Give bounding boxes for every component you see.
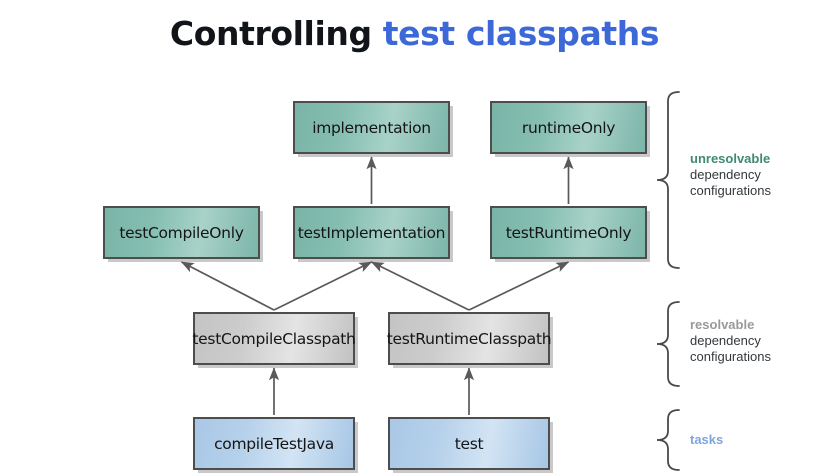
brace-tasks [656, 409, 680, 471]
node-compileTestJava[interactable]: compileTestJava [193, 417, 355, 470]
group-label-tasks: tasks [690, 432, 723, 448]
node-testCompileOnly[interactable]: testCompileOnly [103, 206, 260, 259]
node-label: test [454, 434, 484, 453]
group-label-line3: configurations [690, 183, 771, 198]
node-runtimeOnly[interactable]: runtimeOnly [490, 101, 647, 154]
node-testRuntimeOnly[interactable]: testRuntimeOnly [490, 206, 647, 259]
edge-testCompileClasspath-to-testCompileOnly [180, 261, 275, 311]
group-label-line2: dependency [690, 333, 761, 348]
edge-testRuntimeClasspath-to-testImplementation [370, 261, 470, 311]
node-label: compileTestJava [214, 434, 334, 453]
node-test[interactable]: test [388, 417, 550, 470]
group-keyword: resolvable [690, 317, 755, 332]
node-testImplementation[interactable]: testImplementation [293, 206, 450, 259]
page-title-primary: Controlling [169, 14, 372, 53]
group-keyword: unresolvable [690, 151, 771, 166]
node-label: testCompileOnly [119, 223, 244, 242]
group-label-line3: configurations [690, 349, 771, 364]
node-testCompileClasspath[interactable]: testCompileClasspath [192, 312, 356, 365]
node-label: testCompileClasspath [192, 329, 356, 348]
node-label: testRuntimeOnly [505, 223, 632, 242]
group-keyword: tasks [690, 432, 724, 447]
brace-unresolvable [656, 91, 680, 269]
node-label: runtimeOnly [521, 118, 616, 137]
edge-testCompileClasspath-to-testImplementation [273, 261, 373, 311]
node-testRuntimeClasspath[interactable]: testRuntimeClasspath [386, 312, 552, 365]
edge-testRuntimeClasspath-to-testRuntimeOnly [468, 261, 570, 311]
node-label: implementation [312, 118, 431, 137]
brace-resolvable [656, 301, 680, 387]
node-implementation[interactable]: implementation [293, 101, 450, 154]
node-label: testImplementation [297, 223, 446, 242]
page-title-highlight: test classpaths [382, 14, 660, 53]
page-title: Controlling test classpaths [0, 14, 829, 53]
group-label-line2: dependency [690, 167, 761, 182]
node-label: testRuntimeClasspath [386, 329, 552, 348]
